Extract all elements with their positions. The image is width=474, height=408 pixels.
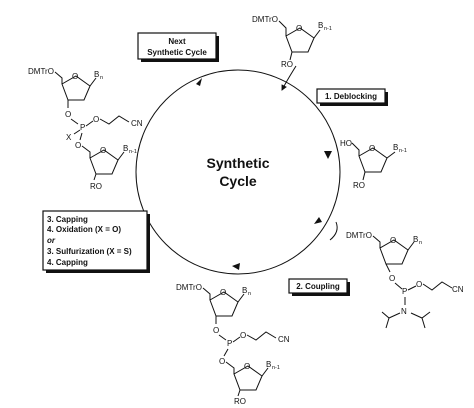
s3-base-sub: n [419,240,422,246]
s2-ring-o: O [369,144,375,153]
cycle-arrow-right [324,151,332,159]
s1-dmtro: DMTrO [252,15,278,24]
s2-base-sub: n-1 [399,148,407,154]
s1-base: B [318,21,323,30]
s5-base2-sub: n-1 [129,149,137,155]
s1-base-sub: n-1 [324,26,332,32]
next-cycle-line2: Synthetic Cycle [147,48,207,57]
capping-line4: 3. Sulfurization (X = S) [47,247,132,256]
s4-o-chain: O [240,331,246,340]
s3-o-chain: O [416,280,422,289]
s4-o3: O [213,326,219,335]
deblocking-box [316,88,386,104]
center-title-line2: Cycle [219,173,257,189]
cycle-circle [135,69,341,275]
cycle-arrow-bottom-right [314,217,322,224]
s5-o5: O [75,141,81,150]
next-cycle-line1: Next [168,37,186,46]
s5-base2: B [123,144,128,153]
s4-dmtro: DMTrO [176,283,202,292]
s4-o5: O [219,357,225,366]
s3-dmtro: DMTrO [346,231,372,240]
s3-ring-o: O [390,236,396,245]
s4-base2-sub: n-1 [272,365,280,371]
capping-box [42,210,148,271]
s5-x: X [66,133,72,142]
s5-base-sub: n [100,75,103,81]
s3-n: N [401,307,407,316]
coupling-label: 2. Coupling [296,282,340,291]
capping-line3: or [47,236,56,245]
s1-ro: RO [281,60,293,69]
capping-line2: 4. Oxidation (X = O) [47,225,121,234]
s1-ring-o: O [296,24,302,33]
structure-phosphoramidite: DMTrO O B n O P O CN N [346,231,464,329]
s2-base: B [393,143,398,152]
center-title-line1: Synthetic [206,155,269,171]
s3-base: B [413,235,418,244]
coupling-side-arrow [329,221,338,241]
structure-phosphite-dimer: DMTrO O B n O P O CN O O B n-1 RO [176,283,290,406]
cycle-arrow-bottom [232,263,240,270]
s5-dmtro: DMTrO [28,67,54,76]
coupling-box [288,278,348,294]
structure-x-phosphate-dimer: DMTrO O B n O P X O CN O O B n-1 RO [28,67,143,191]
s3-cn: CN [452,285,464,294]
s4-ro: RO [234,397,246,406]
s3-o3: O [389,274,395,283]
deblocking-label: 1. Deblocking [325,92,377,101]
s4-cn: CN [278,335,290,344]
structure-ho-nucleoside: HO O B n-1 RO [340,139,407,190]
s4-ring-o2: O [244,362,250,371]
s5-ring-o2: O [100,146,106,155]
s4-base: B [242,286,247,295]
s2-ho: HO [340,139,352,148]
s5-cn: CN [131,119,143,128]
next-cycle-box [137,32,217,60]
s5-o3: O [65,110,71,119]
s5-ring-o: O [72,72,78,81]
s4-p: P [227,339,232,348]
capping-line5: 4. Capping [47,258,88,267]
s4-base-sub: n [248,291,251,297]
structure-dmtro-nucleoside-top: DMTrO O B n-1 RO [252,15,332,69]
s5-base: B [94,70,99,79]
s5-p: P [80,123,85,132]
deblock-side-arrow [281,65,297,91]
s5-o-chain: O [93,115,99,124]
s5-ro: RO [90,182,102,191]
s3-p: P [402,287,407,296]
s2-ro: RO [353,181,365,190]
cycle-arrow-top-left [196,78,202,86]
s4-ring-o: O [220,288,226,297]
s4-base2: B [266,360,271,369]
capping-line1: 3. Capping [47,215,88,224]
